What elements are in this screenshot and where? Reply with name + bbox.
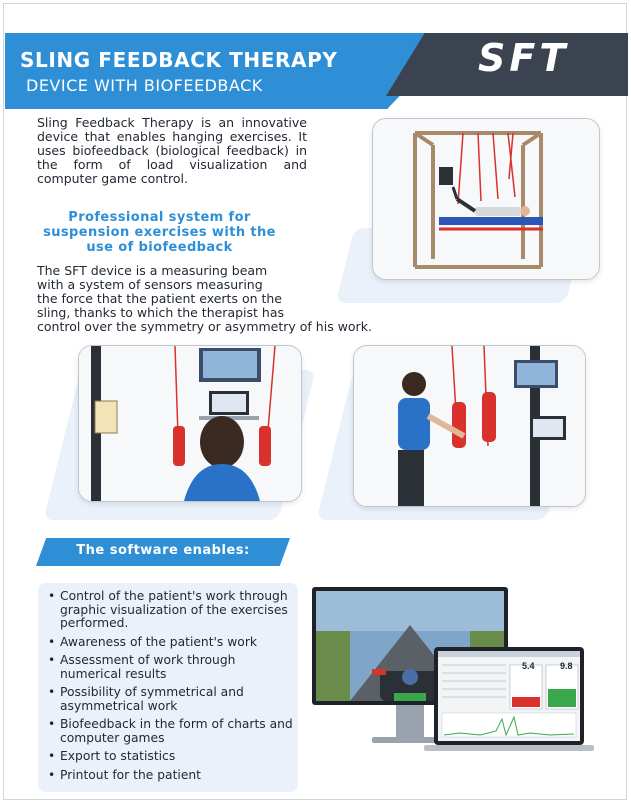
page-subtitle: DEVICE WITH BIOFEEDBACK <box>26 76 263 95</box>
device-description: The SFT device is a measuring beam with … <box>37 264 417 334</box>
list-item: Possibility of symmetrical and asymmetri… <box>48 685 298 713</box>
professional-heading: Professional system for suspension exerc… <box>43 210 276 255</box>
software-heading: The software enables: <box>76 543 250 558</box>
patient-back-illustration <box>79 346 301 501</box>
device-photo <box>372 118 600 280</box>
device-text-line: The SFT device is a measuring beam <box>37 263 268 278</box>
list-item: Biofeedback in the form of charts and co… <box>48 717 298 745</box>
intro-paragraph: Sling Feedback Therapy is an innovative … <box>37 115 307 186</box>
software-heading-banner <box>36 538 290 566</box>
patient-side-photo <box>353 345 586 507</box>
header-banner <box>5 33 460 109</box>
right-readout: 9.8 <box>560 661 573 671</box>
list-item: Assessment of work through numerical res… <box>48 653 298 681</box>
software-screens-illustration: 5.4 9.8 <box>312 587 594 751</box>
device-text-line: with a system of sensors measuring <box>37 277 263 292</box>
device-text-line: the force that the patient exerts on the <box>37 291 282 306</box>
features-list: Control of the patient's work through gr… <box>48 589 298 787</box>
logo-banner <box>386 33 628 96</box>
device-text-line: sling, thanks to which the therapist has <box>37 305 284 320</box>
page-frame <box>3 3 627 800</box>
page-title: SLING FEEDBACK THERAPY <box>20 48 338 72</box>
device-text-line: control over the symmetry or asymmetry o… <box>37 319 372 334</box>
list-item: Printout for the patient <box>48 768 298 783</box>
patient-back-photo <box>78 345 302 502</box>
list-item: Control of the patient's work through gr… <box>48 589 298 631</box>
left-readout: 5.4 <box>522 661 535 671</box>
list-item: Awareness of the patient's work <box>48 635 298 650</box>
device-illustration <box>373 119 599 279</box>
software-screens: 5.4 9.8 <box>310 585 600 755</box>
list-item: Export to statistics <box>48 749 298 764</box>
patient-side-illustration <box>354 346 585 506</box>
sft-logo: SFT <box>478 36 570 80</box>
